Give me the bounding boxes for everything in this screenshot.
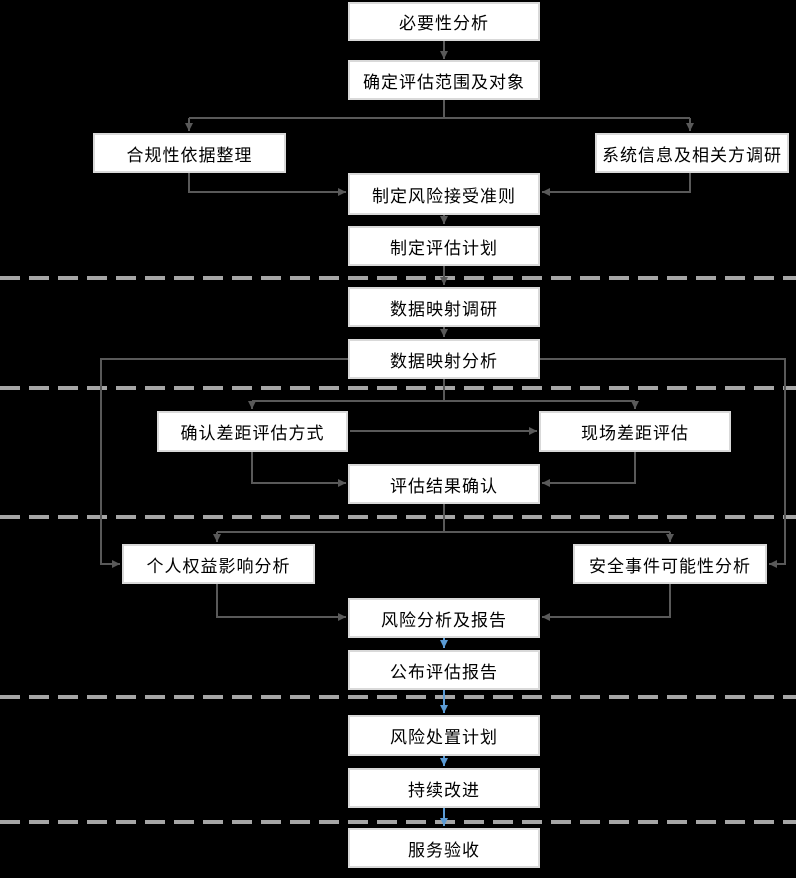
arrow-incident-likelihood-to-risk-report (542, 584, 671, 621)
arrow-mapping-analysis-to-incident-likelihood (540, 358, 786, 568)
line-mapping-analysis-split (252, 379, 635, 402)
arrow-system-info-to-criteria (542, 173, 691, 196)
flow-node-system-info-stakeholder-survey: 系统信息及相关方调研 (595, 133, 789, 173)
arrow-rights-impact-to-risk-report (216, 584, 346, 621)
flow-node-service-acceptance: 服务验收 (348, 828, 540, 868)
flow-node-assessment-result-confirmation: 评估结果确认 (348, 464, 540, 504)
flow-node-define-scope-and-targets: 确定评估范围及对象 (348, 60, 540, 100)
flow-node-security-incident-likelihood-analysis: 安全事件可能性分析 (573, 544, 767, 584)
flow-node-compliance-basis-collation: 合规性依据整理 (93, 133, 286, 173)
flow-node-continuous-improvement: 持续改进 (348, 768, 540, 808)
arrow-gap-method-to-result (251, 452, 346, 487)
flow-node-risk-analysis-and-report: 风险分析及报告 (348, 598, 540, 638)
flow-node-necessity-analysis: 必要性分析 (348, 2, 540, 41)
flow-node-personal-rights-impact-analysis: 个人权益影响分析 (122, 544, 315, 584)
arrow-compliance-to-criteria (188, 173, 346, 196)
flow-node-assessment-plan: 制定评估计划 (348, 226, 540, 266)
flow-node-data-mapping-analysis: 数据映射分析 (348, 339, 540, 379)
line-result-split (217, 504, 670, 533)
flow-node-risk-treatment-plan: 风险处置计划 (348, 715, 540, 756)
arrow-onsite-to-result (542, 452, 636, 487)
flow-node-risk-acceptance-criteria: 制定风险接受准则 (348, 173, 540, 215)
flow-node-publish-assessment-report: 公布评估报告 (348, 650, 540, 690)
flow-node-data-mapping-survey: 数据映射调研 (348, 287, 540, 327)
flow-node-confirm-gap-assessment-method: 确认差距评估方式 (157, 411, 348, 452)
flow-node-onsite-gap-assessment: 现场差距评估 (539, 411, 731, 452)
line-scope-split (189, 100, 690, 119)
arrow-mapping-analysis-to-rights-impact (100, 358, 348, 568)
